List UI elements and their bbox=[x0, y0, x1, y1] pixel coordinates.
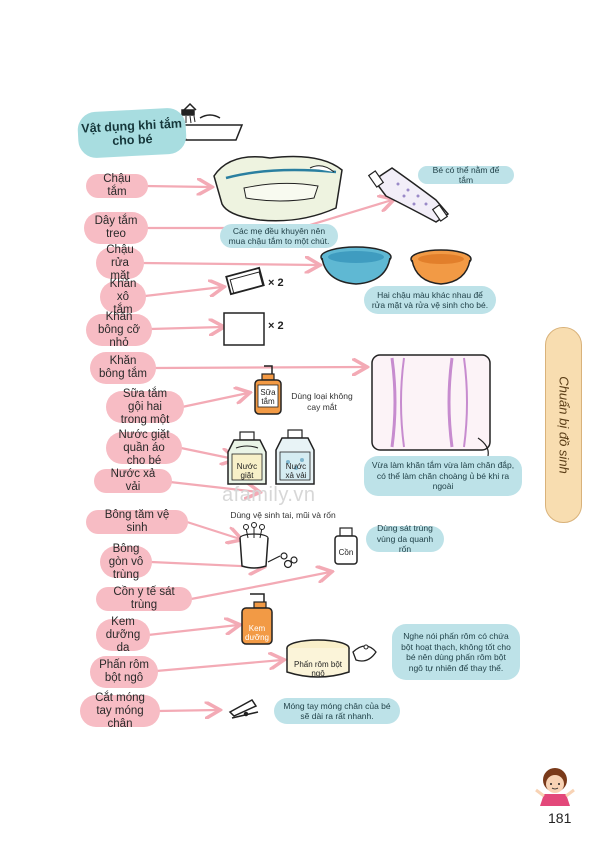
shampoo-bottle-illustration bbox=[254, 365, 282, 415]
note-powder: Nghe nói phấn rôm có chứa bột hoạt thạch… bbox=[392, 624, 520, 680]
page-number: 181 bbox=[548, 810, 572, 826]
item-nail-clipper: Cắt móng tay móng chân bbox=[80, 692, 160, 730]
item-cotton-swab: Bông tăm vệ sinh bbox=[86, 509, 188, 534]
item-medical-alcohol: Cồn y tế sát trùng bbox=[96, 586, 192, 611]
note-swab: Dùng vệ sinh tai, mũi và rốn bbox=[230, 510, 336, 520]
item-shampoo: Sữa tắm gội hai trong một bbox=[106, 388, 184, 426]
small-towel-illustration bbox=[223, 312, 265, 346]
basins-illustration bbox=[320, 246, 472, 285]
note-hammock: Bé có thể nằm để tắm bbox=[418, 165, 514, 185]
nail-clipper-illustration bbox=[228, 699, 259, 719]
item-small-towel: Khăn bông cỡ nhỏ bbox=[86, 311, 152, 349]
item-detergent: Nước giặt quần áo cho bé bbox=[106, 429, 182, 467]
bath-hammock-illustration bbox=[367, 167, 450, 223]
note-shampoo: Dùng loại không cay mắt bbox=[291, 391, 353, 412]
powder-jar-illustration bbox=[286, 639, 377, 678]
item-face-basin: Chậu rửa mặt bbox=[96, 244, 144, 282]
cotton-balls-illustration bbox=[267, 552, 298, 569]
page-title: Vật dụng khi tắm cho bé bbox=[76, 107, 188, 159]
note-towel: Vừa làm khăn tắm vừa làm chăn đắp, có th… bbox=[364, 456, 522, 496]
watermark: afamily.vn bbox=[222, 484, 316, 506]
item-bath-hammock: Dây tắm treo bbox=[84, 212, 148, 244]
girl-character-icon bbox=[535, 768, 575, 806]
note-alcohol: Dùng sát trùng vùng da quanh rốn bbox=[366, 523, 444, 554]
item-corn-powder: Phấn rôm bột ngô bbox=[90, 656, 158, 688]
detergent-bottle-illustration bbox=[227, 431, 267, 485]
label-alcohol: Cồn bbox=[338, 548, 354, 557]
label-detergent: Nước giặt bbox=[236, 462, 258, 480]
chapter-tab: Chuẩn bị đồ sinh bbox=[545, 327, 582, 523]
label-powder: Phấn rôm bột ngô bbox=[293, 660, 343, 678]
bath-tub-icon bbox=[178, 102, 244, 141]
item-fabric-softener: Nước xả vải bbox=[94, 468, 172, 493]
note-nails: Móng tay móng chân của bé sẽ dài ra rất … bbox=[274, 698, 400, 724]
washcloth-illustration bbox=[225, 266, 265, 296]
alcohol-bottle-illustration bbox=[334, 527, 358, 565]
label-cream: Kem dưỡng bbox=[245, 624, 269, 642]
item-washcloth: Khăn xô tắm bbox=[100, 278, 146, 316]
softener-bottle-illustration bbox=[275, 429, 315, 485]
cotton-swab-box-illustration bbox=[239, 522, 269, 569]
item-body-lotion: Kem dưỡng da bbox=[96, 616, 150, 654]
quantity-small-towel: × 2 bbox=[268, 320, 284, 332]
bath-towel-illustration bbox=[371, 354, 491, 457]
baby-tub-illustration bbox=[213, 155, 343, 222]
item-bath-towel: Khăn bông tắm bbox=[90, 352, 156, 384]
note-basins: Hai chậu màu khác nhau để rửa mặt và rửa… bbox=[364, 286, 496, 314]
quantity-washcloth: × 2 bbox=[268, 277, 284, 289]
cream-bottle-illustration bbox=[241, 593, 273, 645]
item-baby-tub: Chậu tắm bbox=[86, 173, 148, 198]
connector-arrows bbox=[141, 186, 392, 711]
label-shampoo: Sữa tắm bbox=[260, 388, 276, 406]
item-cotton-ball: Bông gòn vô trùng bbox=[100, 543, 152, 581]
chapter-title: Chuẩn bị đồ sinh bbox=[556, 376, 571, 474]
label-softener: Nước xả vải bbox=[285, 462, 307, 480]
note-tub: Các mẹ đều khuyên nên mua chậu tắm to mộ… bbox=[220, 224, 338, 248]
